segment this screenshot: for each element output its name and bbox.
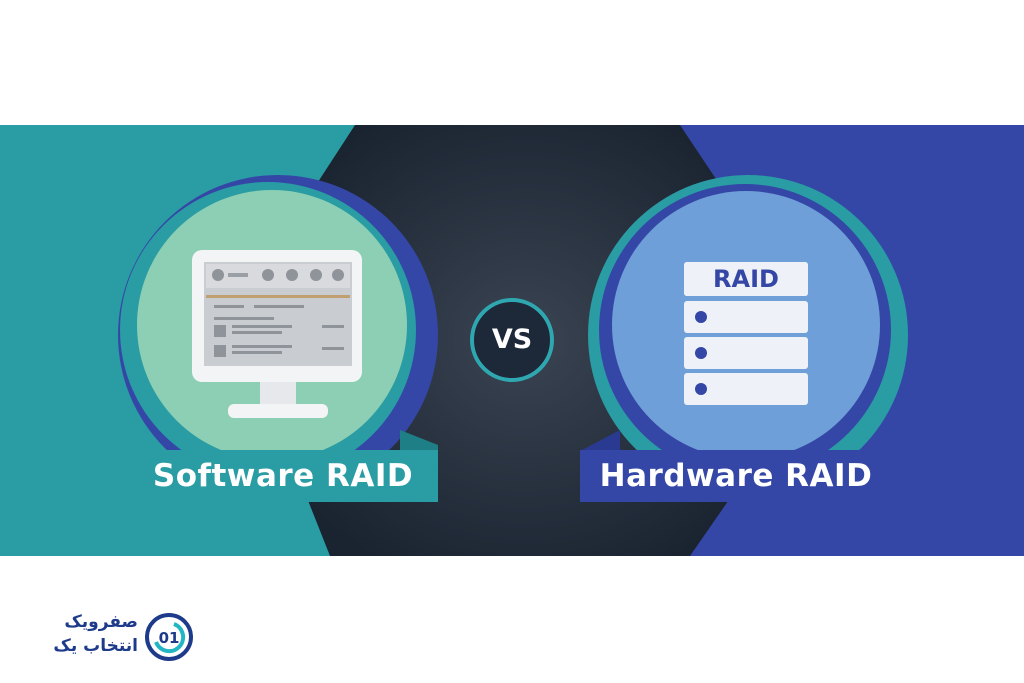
logo-mark-text: 01 [159,629,180,647]
banner-background [0,125,1024,556]
vs-badge: VS [470,298,554,382]
brand-logo: صفرویک انتخاب یک 01 [24,610,194,664]
hardware-raid-caption: Hardware RAID [580,450,892,502]
logo-mark-icon: 01 [145,613,193,661]
logo-line2: انتخاب یک [53,636,138,656]
monitor-icon [192,250,362,418]
raid-banner [0,125,1024,556]
logo-line1: صفرویک [64,612,138,632]
software-raid-caption: Software RAID [128,450,438,502]
raid-label: RAID [684,262,808,296]
